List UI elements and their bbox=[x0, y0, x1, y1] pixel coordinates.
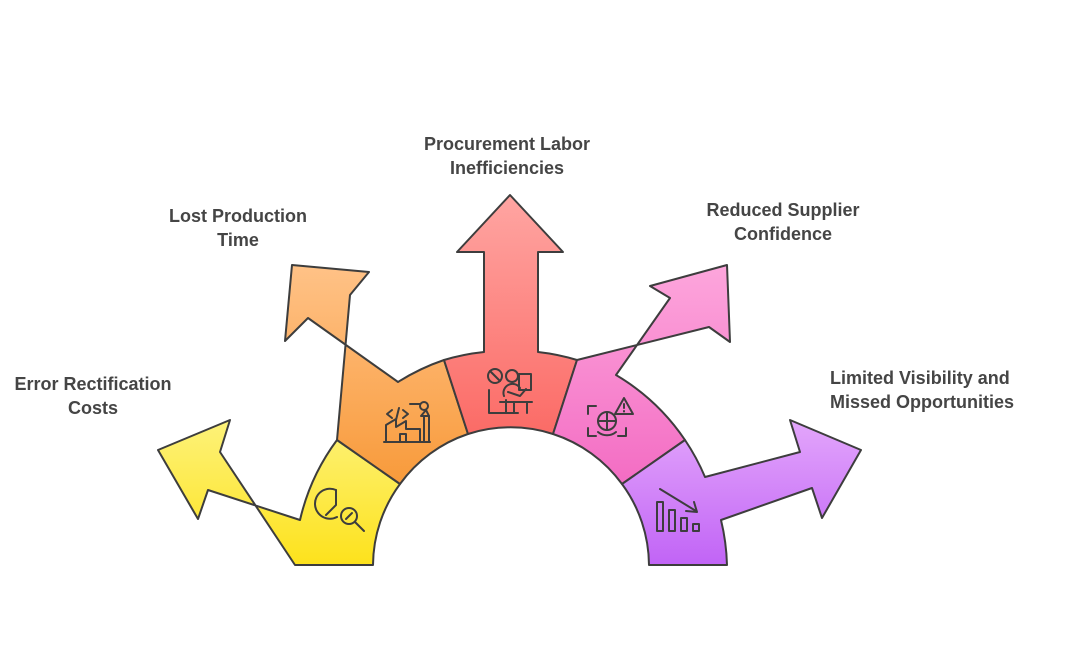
label-supplier-confidence-line1: Reduced Supplier bbox=[706, 200, 860, 220]
globe-warning-icon bbox=[587, 397, 634, 437]
arrow-procurement-labor bbox=[443, 194, 578, 435]
segment-lost-production bbox=[284, 264, 469, 485]
arrow-error-rectification bbox=[157, 419, 401, 566]
chart-magnifier-icon bbox=[314, 487, 365, 532]
label-supplier-confidence-line2: Confidence bbox=[733, 224, 832, 244]
label-error-rectification-line2: Costs bbox=[67, 398, 119, 418]
label-lost-production-line1: Lost Production bbox=[169, 206, 307, 226]
label-lost-production-line2: Time bbox=[217, 230, 259, 250]
arrow-supplier-confidence bbox=[552, 264, 731, 485]
label-limited-visibility: Limited Visibility and Missed Opportunit… bbox=[830, 366, 1014, 414]
label-limited-visibility-line2: Missed Opportunities bbox=[830, 392, 1015, 412]
segment-procurement-labor bbox=[443, 194, 578, 435]
label-lost-production: Lost Production Time bbox=[169, 204, 307, 252]
segment-error-rectification bbox=[157, 419, 401, 566]
worker-desk-icon bbox=[487, 368, 533, 414]
segment-supplier-confidence bbox=[552, 264, 731, 485]
arrow-lost-production bbox=[284, 264, 469, 485]
segment-limited-visibility bbox=[621, 419, 862, 566]
declining-bar-chart-icon bbox=[656, 488, 700, 532]
label-procurement-labor-line1: Procurement Labor bbox=[423, 134, 591, 154]
label-limited-visibility-line1: Limited Visibility and bbox=[830, 368, 1010, 388]
label-error-rectification-line1: Error Rectification bbox=[14, 374, 172, 394]
label-supplier-confidence: Reduced Supplier Confidence bbox=[706, 198, 859, 246]
label-procurement-labor: Procurement Labor Inefficiencies bbox=[424, 132, 590, 180]
factory-robot-arm-icon bbox=[383, 401, 431, 443]
label-error-rectification: Error Rectification Costs bbox=[14, 372, 171, 420]
label-procurement-labor-line2: Inefficiencies bbox=[449, 158, 565, 178]
